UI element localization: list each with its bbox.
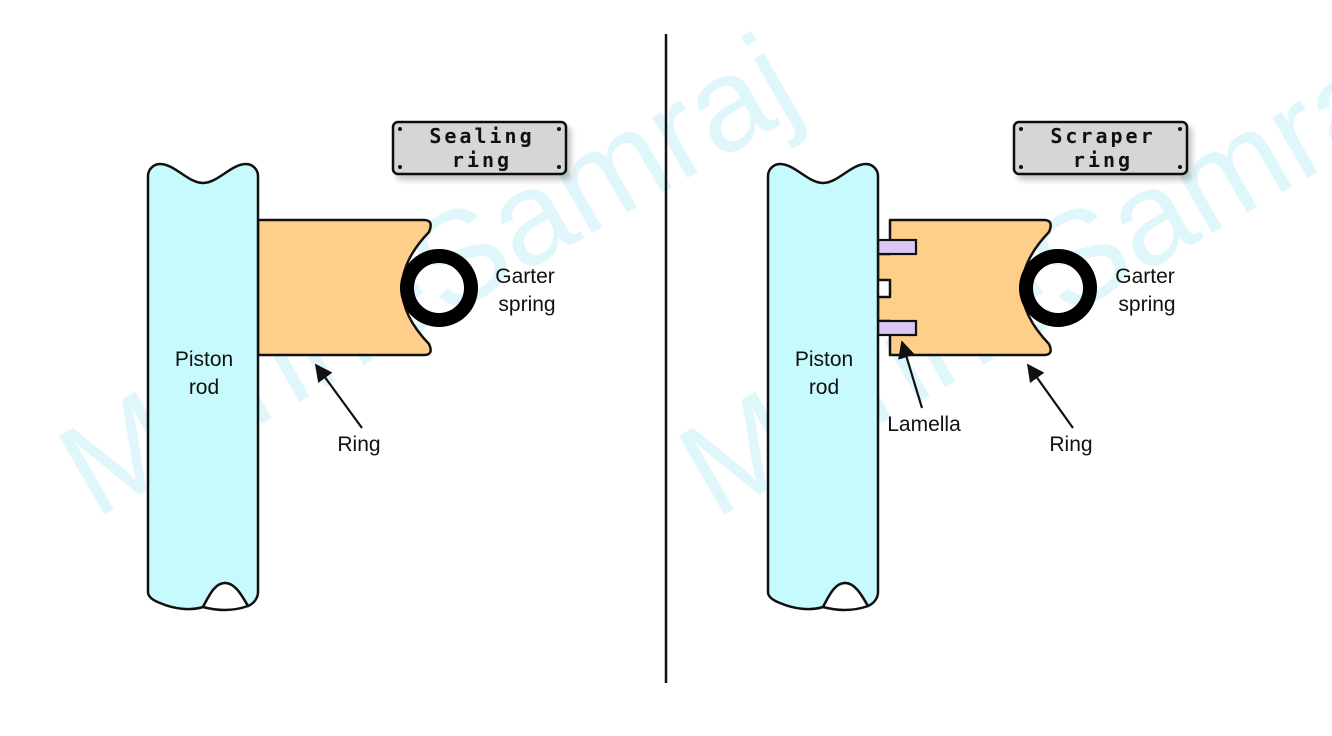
lamella-lower bbox=[876, 319, 918, 337]
plate-title-line2: ring bbox=[452, 148, 512, 172]
garter-spring-label-line1: Garter bbox=[1115, 265, 1175, 288]
ring-arrow bbox=[1026, 363, 1074, 429]
ring-label: Ring bbox=[1049, 433, 1092, 456]
lamella-arrow bbox=[898, 340, 924, 409]
rod-bottom-notch bbox=[201, 581, 250, 612]
left-panel: Sealing ring Piston rod Garter spring Ri… bbox=[146, 120, 568, 612]
lamella-label: Lamella bbox=[887, 413, 961, 436]
garter-spring-label-line2: spring bbox=[498, 293, 555, 316]
garter-spring-label-line2: spring bbox=[1118, 293, 1175, 316]
right-panel: Scraper ring Piston rod Garter spring La… bbox=[766, 120, 1189, 612]
piston-rod-label-line1: Piston bbox=[795, 348, 853, 371]
piston-rod-label-line1: Piston bbox=[175, 348, 233, 371]
piston-rod-label-line2: rod bbox=[809, 376, 839, 399]
piston-rod bbox=[146, 162, 260, 611]
garter-spring bbox=[400, 249, 478, 327]
plate-title-line2: ring bbox=[1073, 148, 1133, 172]
ring-arrow bbox=[314, 363, 363, 429]
garter-spring bbox=[1019, 249, 1097, 327]
plate-title-line1: Scraper bbox=[1050, 124, 1155, 148]
rod-bottom-notch bbox=[821, 581, 870, 612]
piston-rod-label-line2: rod bbox=[189, 376, 219, 399]
plate-title-line1: Sealing bbox=[429, 124, 534, 148]
lamella-upper bbox=[876, 238, 918, 256]
sealing-ring-plate: Sealing ring bbox=[391, 120, 568, 176]
piston-rod bbox=[766, 162, 880, 611]
garter-spring-label-line1: Garter bbox=[495, 265, 555, 288]
scraper-ring-plate: Scraper ring bbox=[1012, 120, 1189, 176]
ring-label: Ring bbox=[337, 433, 380, 456]
